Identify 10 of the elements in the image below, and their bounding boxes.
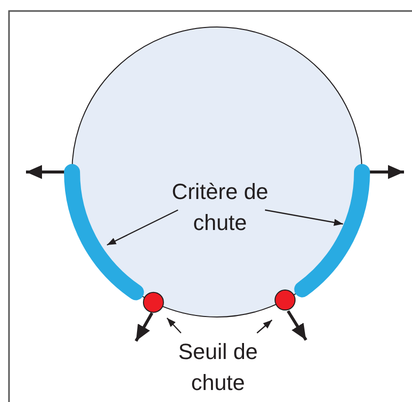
leader-line — [166, 318, 182, 334]
callout-label: Seuil de chute — [150, 336, 286, 398]
threshold-dot — [274, 290, 296, 311]
callout-label: Critère de chute — [170, 176, 270, 238]
threshold-dot — [142, 292, 164, 313]
thick-arc — [64, 164, 144, 300]
leader-line — [264, 209, 344, 226]
leader-line — [256, 320, 272, 334]
thick-arc — [294, 164, 370, 298]
leader-line — [106, 209, 178, 246]
